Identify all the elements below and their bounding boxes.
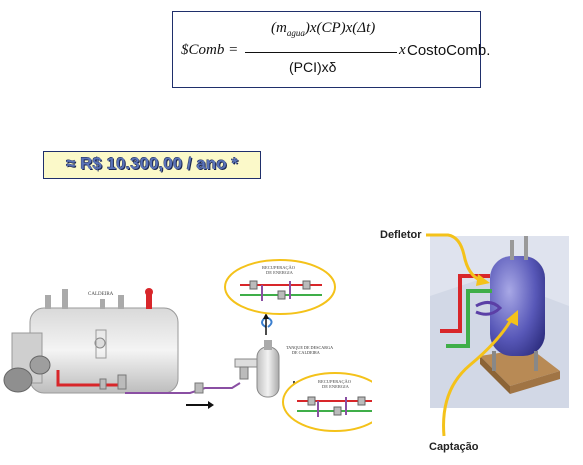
tank-illustration xyxy=(430,236,569,408)
estimate-text: ≈ R$ 10.300,00 / ano * xyxy=(66,154,238,173)
fraction-bar xyxy=(245,52,397,53)
boiler-diagram: CALDEIRA TANQUE DE DESCARGA DE CALDEIRA … xyxy=(3,259,372,432)
tank-label-2: DE CALDEIRA xyxy=(292,350,320,355)
purple-line xyxy=(125,382,241,394)
formula-denominator: (PCI)xδ xyxy=(289,59,337,75)
red-pipe-boiler xyxy=(56,370,120,387)
deflector-arrow xyxy=(426,233,490,286)
formula-lhs: $Comb = xyxy=(181,42,239,58)
intake-label: Captação xyxy=(429,441,479,453)
boiler xyxy=(3,288,179,394)
tank-label-1: TANQUE DE DESCARGA xyxy=(286,345,333,350)
recovery-top-label-1: RECUPERAÇÃO xyxy=(262,265,296,270)
formula-times: x xyxy=(399,42,406,58)
recovery-top-label-2: DE ENERGIA xyxy=(266,270,294,275)
tank-photo xyxy=(430,236,569,408)
recovery-bottom-label-1: RECUPERAÇÃO xyxy=(318,379,352,384)
formula-numerator: (magua)x(CP)x(Δt) xyxy=(271,20,376,38)
deflector-label: Defletor xyxy=(380,229,422,241)
intake-arrow xyxy=(442,310,518,437)
recovery-bottom-label-2: DE ENERGIA xyxy=(322,384,350,389)
formula-cost: CostoComb. xyxy=(407,42,491,59)
formula-box: $Comb = (magua)x(CP)x(Δt) (PCI)xδ x Cost… xyxy=(172,11,490,88)
recovery-top-ellipse xyxy=(224,259,336,315)
boiler-label: CALDEIRA xyxy=(88,292,114,297)
blowdown-tank xyxy=(234,313,280,398)
estimate-box: ≈ R$ 10.300,00 / ano * xyxy=(43,151,261,179)
